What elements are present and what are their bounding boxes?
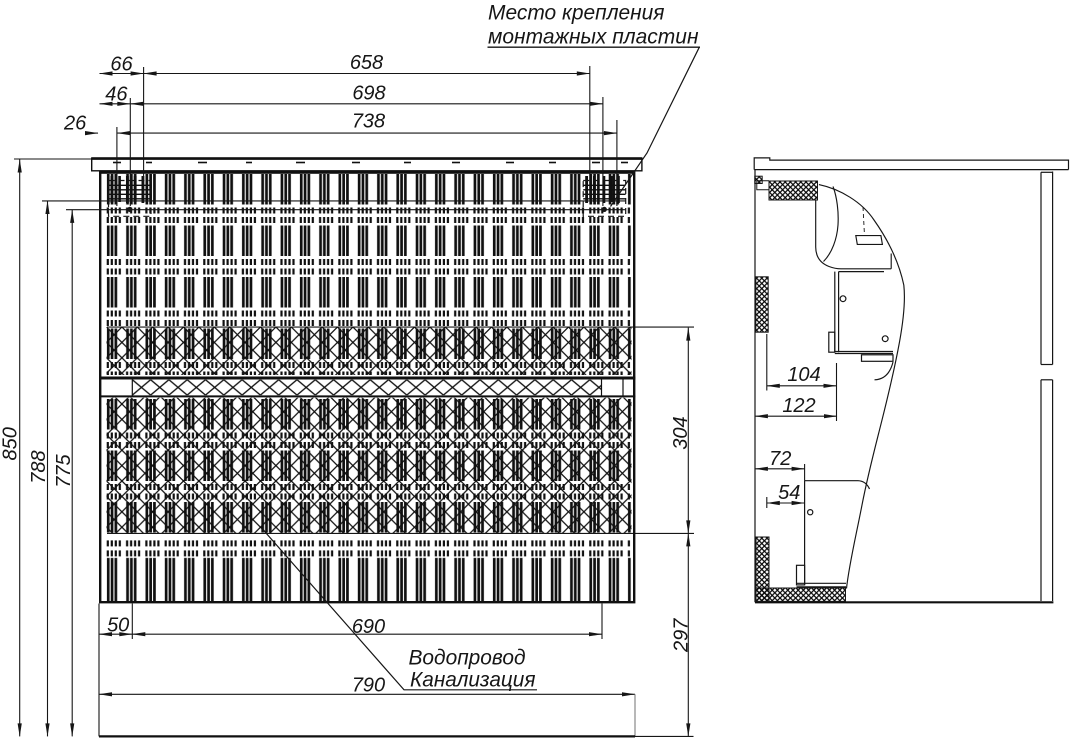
svg-text:790: 790 <box>352 674 385 696</box>
svg-text:Канализация: Канализация <box>410 667 536 691</box>
svg-text:304: 304 <box>670 416 692 449</box>
svg-text:46: 46 <box>105 84 128 106</box>
svg-text:монтажных пластин: монтажных пластин <box>488 25 699 49</box>
svg-text:Место крепления: Место крепления <box>488 1 665 25</box>
svg-text:26: 26 <box>63 113 87 135</box>
svg-text:104: 104 <box>787 364 820 386</box>
svg-text:54: 54 <box>778 482 800 504</box>
svg-text:788: 788 <box>28 450 50 483</box>
svg-text:738: 738 <box>352 111 385 133</box>
svg-text:850: 850 <box>0 427 22 460</box>
svg-text:297: 297 <box>671 618 693 653</box>
svg-text:50: 50 <box>107 615 129 637</box>
svg-text:690: 690 <box>352 616 385 638</box>
svg-text:Водопровод: Водопровод <box>409 645 526 669</box>
svg-text:72: 72 <box>769 448 791 470</box>
svg-text:122: 122 <box>782 395 815 417</box>
svg-text:66: 66 <box>110 53 133 75</box>
svg-text:658: 658 <box>350 52 383 74</box>
svg-text:698: 698 <box>352 83 385 105</box>
svg-text:775: 775 <box>53 453 75 487</box>
